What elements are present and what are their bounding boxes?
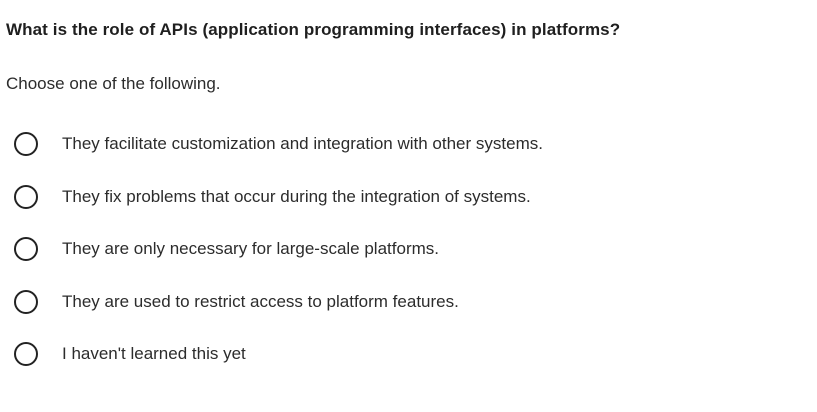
radio-button-icon-4[interactable]	[14, 289, 38, 314]
radio-button-icon-5[interactable]	[14, 342, 38, 367]
option-row-1[interactable]: They facilitate customization and integr…	[0, 118, 817, 171]
option-label-2: They fix problems that occur during the …	[62, 186, 531, 206]
option-row-5[interactable]: I haven't learned this yet	[0, 328, 817, 381]
option-row-3[interactable]: They are only necessary for large-scale …	[0, 223, 817, 276]
options-list: They facilitate customization and integr…	[0, 118, 817, 381]
page-title: What is the role of APIs (application pr…	[6, 20, 621, 39]
radio-button-icon-2[interactable]	[14, 184, 38, 209]
instruction-text: Choose one of the following.	[6, 74, 221, 93]
radio-button-icon-3[interactable]	[14, 237, 38, 262]
option-row-4[interactable]: They are used to restrict access to plat…	[0, 276, 817, 329]
option-label-3: They are only necessary for large-scale …	[62, 239, 439, 259]
radio-button-icon-1[interactable]	[14, 132, 38, 157]
option-row-2[interactable]: They fix problems that occur during the …	[0, 171, 817, 224]
option-label-1: They facilitate customization and integr…	[62, 134, 543, 154]
option-label-5: I haven't learned this yet	[62, 344, 246, 364]
option-label-4: They are used to restrict access to plat…	[62, 291, 459, 311]
